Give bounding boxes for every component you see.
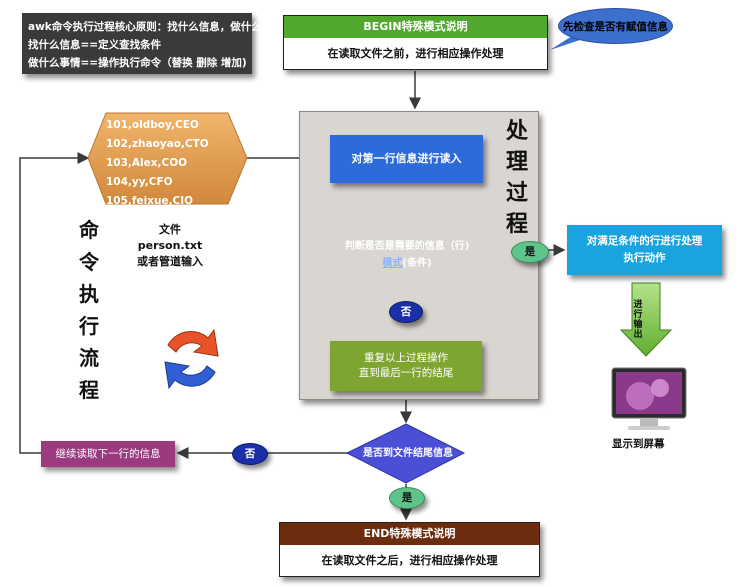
- input-record: 102,zhaoyao,CTO: [106, 138, 209, 150]
- bubble-tail: [550, 36, 580, 50]
- file-source-label: 文件person.txt 或者管道输入: [128, 222, 212, 270]
- loop-line-1: 重复以上过程操作: [364, 352, 448, 364]
- core-principle-line-3: 做什么事情==操作执行命令（替换 删除 增加): [28, 57, 247, 69]
- yes-oval-1: 是: [511, 241, 549, 263]
- input-records: 101,oldboy,CEO 102,zhaoyao,CTO 103,Alex,…: [106, 116, 209, 211]
- input-hexagon: [87, 112, 248, 205]
- file-label-line-2: 或者管道输入: [137, 255, 203, 268]
- end-box: END特殊模式说明 在读取文件之后，进行相应操作处理: [279, 522, 540, 577]
- loop-line-2: 直到最后一行的结尾: [358, 367, 454, 379]
- read-first-line-box: 对第一行信息进行读入: [330, 135, 483, 183]
- input-record: 101,oldboy,CEO: [106, 119, 199, 131]
- monitor-icon: [611, 367, 687, 430]
- output-arrow-label: 进行输出: [633, 300, 643, 340]
- input-record: 104,yy,CFO: [106, 176, 173, 188]
- decision-1-line-1: 判断是否是需要的信息（行): [344, 241, 470, 252]
- core-principle-line-2: 找什么信息==定义查找条件: [28, 39, 162, 51]
- begin-title: BEGIN特殊模式说明: [284, 16, 547, 38]
- end-description: 在读取文件之后，进行相应操作处理: [321, 554, 498, 567]
- loop-again-box: 重复以上过程操作 直到最后一行的结尾: [330, 341, 482, 391]
- flow-title: 命令执行流程: [79, 218, 99, 402]
- begin-box: BEGIN特殊模式说明 在读取文件之前，进行相应操作处理: [283, 15, 548, 70]
- process-title: 处理过程: [505, 119, 528, 237]
- decision-2-text: 是否到文件结尾信息: [363, 448, 453, 459]
- input-record: 105,feixue,CIO: [106, 195, 194, 207]
- decision-diamond-2: [345, 423, 466, 484]
- no-oval-2: 否: [232, 443, 268, 465]
- no-oval-1: 否: [389, 301, 423, 323]
- satisfy-condition-box: 对满足条件的行进行处理 执行动作: [567, 225, 722, 275]
- decision-1-condition: (条件): [402, 258, 432, 269]
- decision-1-text: 判断是否是需要的信息（行) 模式(条件): [332, 238, 482, 272]
- end-title: END特殊模式说明: [280, 523, 539, 545]
- satisfy-line-2: 执行动作: [623, 252, 666, 264]
- output-arrow-shape: [619, 282, 673, 357]
- arrow-loop-back: [19, 152, 90, 454]
- decision-1-pattern: 模式: [382, 258, 403, 269]
- begin-description: 在读取文件之前，进行相应操作处理: [327, 47, 504, 60]
- refresh-icon: [164, 328, 219, 390]
- show-screen-label: 显示到屏幕: [612, 438, 665, 450]
- satisfy-line-1: 对满足条件的行进行处理: [586, 235, 703, 247]
- core-principle-box: awk命令执行过程核心原则：找什么信息，做什么事情 找什么信息==定义查找条件 …: [22, 13, 283, 74]
- core-principle-line-1: awk命令执行过程核心原则：找什么信息，做什么事情: [28, 21, 283, 33]
- yes-oval-2: 是: [389, 487, 425, 509]
- input-record: 103,Alex,COO: [106, 157, 188, 169]
- file-label-line-1: 文件person.txt: [137, 223, 203, 252]
- check-assignment-bubble: 先检查是否有赋值信息: [558, 8, 673, 44]
- continue-read-box: 继续读取下一行的信息: [41, 441, 175, 467]
